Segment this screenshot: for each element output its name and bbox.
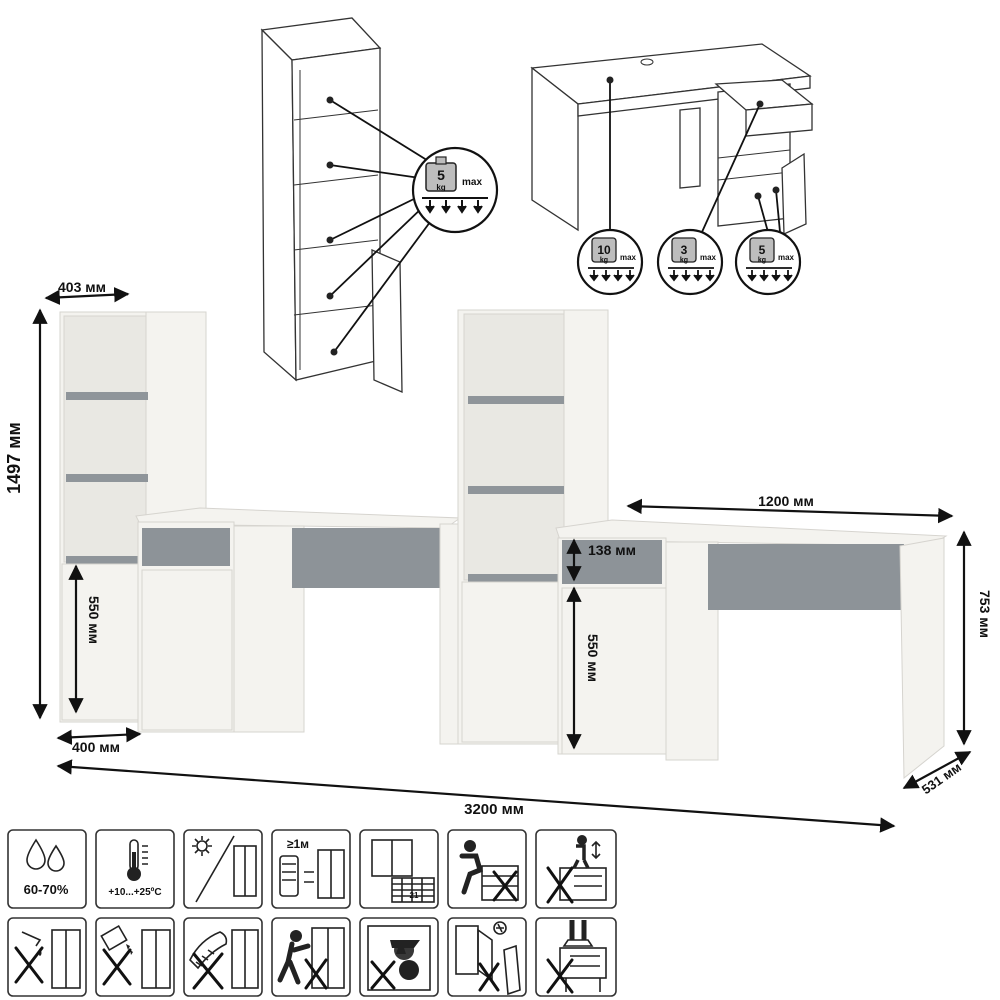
dim-shelf-width: 403 мм	[58, 279, 106, 295]
load-unit-bookcase: kg	[436, 183, 445, 192]
care-tile-no-liquids	[7, 917, 87, 997]
care-tile-no-pushing	[271, 917, 351, 997]
load-value-desk-drawer: 3	[681, 243, 688, 257]
left-desk	[135, 507, 462, 745]
dim-desk-width: 1200 мм	[758, 493, 814, 509]
care-tile-no-door-hanging	[447, 917, 527, 997]
care-tile-assembly-instructions: 21	[359, 829, 439, 909]
care-tile-no-heavy-load	[359, 917, 439, 997]
dim-total-width: 3200 мм	[464, 801, 524, 818]
load-max-desk-top: max	[620, 253, 637, 262]
puzzle-number-label: 21	[410, 891, 419, 900]
dim-door-height-right: 550 мм	[585, 634, 601, 682]
load-max-bookcase: max	[462, 177, 482, 188]
humidity-label: 60-70%	[24, 882, 69, 897]
care-tile-no-climbing	[535, 917, 617, 997]
dimension-lines	[32, 286, 972, 833]
load-value-desk-top: 10	[597, 243, 611, 257]
load-unit-desk-top: kg	[600, 257, 608, 264]
distance-label: ≥1м	[287, 837, 309, 851]
care-tile-no-sitting	[447, 829, 527, 909]
load-badge-desk-drawer: 3 kg max	[656, 228, 724, 296]
care-tile-no-abrasive	[183, 917, 263, 997]
load-unit-desk-shelf: kg	[758, 257, 766, 264]
temperature-label: +10...+25ºC	[108, 887, 161, 898]
right-desk	[555, 519, 948, 780]
load-badge-bookcase: 5 kg max	[411, 146, 499, 234]
care-tile-distance: ≥1м	[271, 829, 351, 909]
dim-drawer-height: 138 мм	[588, 542, 636, 558]
dim-depth-bottom: 400 мм	[72, 739, 120, 755]
care-tile-humidity: 60-70%	[7, 829, 87, 909]
load-max-desk-shelf: max	[778, 253, 795, 262]
load-value-desk-shelf: 5	[759, 243, 766, 257]
dim-desk-depth: 531 мм	[919, 759, 964, 797]
load-badge-desk-shelf: 5 kg max	[734, 228, 802, 296]
dim-desk-height: 753 мм	[977, 590, 993, 638]
bookcase-sketch	[260, 17, 437, 393]
dim-total-height: 1497 мм	[4, 422, 24, 494]
load-unit-desk-drawer: kg	[680, 257, 688, 264]
care-tile-no-chemicals	[95, 917, 175, 997]
load-max-desk-drawer: max	[700, 253, 717, 262]
care-tile-no-standing	[535, 829, 617, 909]
care-tile-no-sunlight	[183, 829, 263, 909]
load-value-bookcase: 5	[437, 167, 445, 183]
care-tile-temperature: +10...+25ºC	[95, 829, 175, 909]
load-badge-desk-top: 10 kg max	[576, 228, 644, 296]
desk-sketch	[530, 43, 814, 240]
dim-door-height-left: 550 мм	[86, 596, 102, 644]
